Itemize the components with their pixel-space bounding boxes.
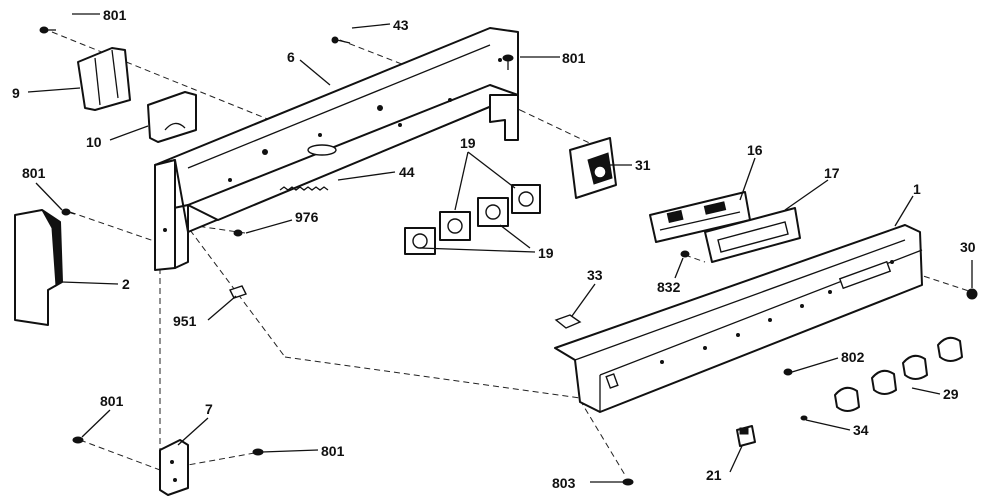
callout-801: 801: [103, 7, 127, 23]
callout-17: 17: [824, 165, 840, 181]
callout-2: 2: [122, 276, 130, 292]
callout-30: 30: [960, 239, 976, 255]
clip-951: [229, 285, 247, 299]
switch-1: [404, 227, 436, 255]
callout-44: 44: [399, 164, 415, 180]
screw-801-lower-right: [252, 448, 264, 456]
callout-29: 29: [943, 386, 959, 402]
lower-bracket: [159, 439, 189, 496]
screw-801-right: [502, 54, 514, 70]
clock-module: [569, 137, 617, 199]
knob-3: [902, 354, 928, 380]
callout-802: 802: [841, 349, 865, 365]
callout-21: 21: [706, 467, 722, 483]
screw-43: [331, 36, 351, 44]
control-panel: [554, 224, 923, 413]
screw-801-lower-left: [72, 436, 84, 444]
knob-4: [937, 336, 963, 362]
screw-801-left: [61, 208, 76, 216]
callout-801: 801: [321, 443, 345, 459]
knob-1: [834, 386, 860, 412]
end-cap-30: [966, 288, 978, 300]
callout-9: 9: [12, 85, 20, 101]
callout-832: 832: [657, 279, 681, 295]
switch-2: [439, 211, 471, 241]
screw-801-top: [39, 26, 56, 34]
callout-951: 951: [173, 313, 197, 329]
callout-801: 801: [100, 393, 124, 409]
switch-4: [511, 184, 541, 214]
callout-801: 801: [22, 165, 46, 181]
knob-2: [871, 369, 897, 395]
callout-16: 16: [747, 142, 763, 158]
side-bracket: [147, 91, 197, 143]
left-bracket: [77, 47, 131, 111]
callout-6: 6: [287, 49, 295, 65]
callout-803: 803: [552, 475, 576, 491]
callout-labels: 801 43 801 9 6 10 801 19 44 31 16 17 1 9…: [12, 7, 976, 491]
callout-19: 19: [460, 135, 476, 151]
switch-group: [404, 184, 541, 255]
callout-43: 43: [393, 17, 409, 33]
switch-21: [736, 425, 756, 447]
display-bezel: [704, 207, 801, 263]
callout-10: 10: [86, 134, 102, 150]
callout-7: 7: [205, 401, 213, 417]
clip-33: [554, 314, 582, 329]
pin-34: [800, 415, 808, 421]
clip-976: [233, 229, 243, 237]
control-board: [649, 191, 751, 243]
callout-976: 976: [295, 209, 319, 225]
spring-44: [279, 186, 329, 191]
screw-832: [680, 250, 690, 258]
callout-33: 33: [587, 267, 603, 283]
callout-1: 1: [913, 181, 921, 197]
leader-lines: [27, 13, 973, 483]
callout-801: 801: [562, 50, 586, 66]
callout-19: 19: [538, 245, 554, 261]
callout-31: 31: [635, 157, 651, 173]
knobs: [834, 336, 963, 412]
screw-802: [783, 368, 793, 376]
end-cap-trim: [14, 209, 63, 326]
callout-34: 34: [853, 422, 869, 438]
switch-3: [477, 197, 509, 227]
back-panel-frame: [154, 27, 519, 271]
